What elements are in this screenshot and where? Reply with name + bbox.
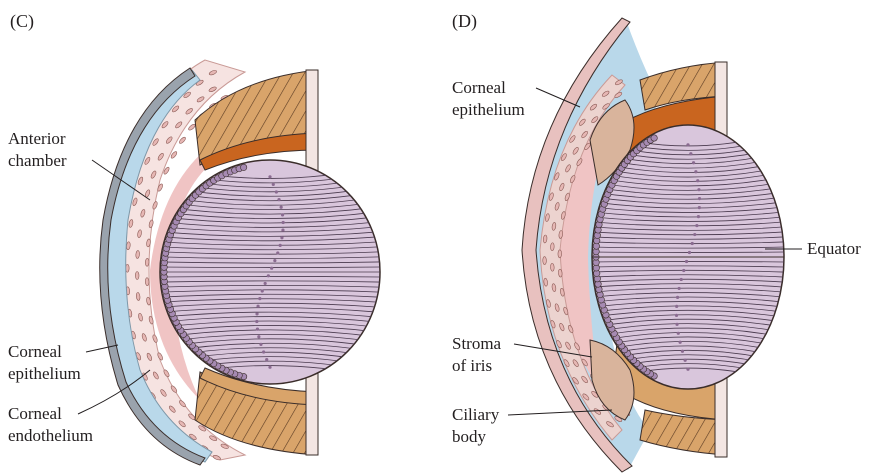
lens-suture-dot [257, 335, 260, 338]
label-d-stroma-of-iris-2: of iris [452, 356, 492, 375]
lens-suture-dot [686, 368, 689, 371]
lens-suture-dot [276, 251, 279, 254]
lens-suture-dot [281, 213, 284, 216]
lens-suture-dot [267, 274, 270, 277]
lens-suture-dot [273, 259, 276, 262]
lens-epithelium-cell [651, 135, 657, 141]
lens-suture-dot [675, 314, 678, 317]
stromal-cell [558, 250, 562, 258]
lens-suture-dot [270, 267, 273, 270]
label-c-corneal-endothelium-2: endothelium [8, 426, 93, 445]
lens-suture-dot [279, 244, 282, 247]
lens-suture-dot [697, 188, 700, 191]
lens-suture-dot [688, 251, 691, 254]
lens-suture-dot [262, 350, 265, 353]
lens-suture-dot [280, 236, 283, 239]
panel-c-letter: (C) [10, 11, 34, 32]
lens-suture-dot [678, 287, 681, 290]
label-c-anterior-chamber-1: Anterior [8, 129, 66, 148]
lens-suture-dot [255, 312, 258, 315]
lens-suture-dot [694, 170, 697, 173]
stromal-cell [145, 258, 149, 266]
lens-suture-dot [693, 233, 696, 236]
label-c-corneal-epithelium-1: Corneal [8, 342, 62, 361]
lens-suture-dot [255, 320, 258, 323]
label-d-ciliary-body-1: Ciliary [452, 405, 500, 424]
label-d-equator: Equator [807, 239, 861, 258]
lens-suture-dot [281, 229, 284, 232]
stromal-cell [178, 136, 186, 144]
stromal-cell [135, 271, 139, 279]
lens-suture-dot [691, 242, 694, 245]
lens-suture-dot [698, 197, 701, 200]
label-c-corneal-endothelium-1: Corneal [8, 404, 62, 423]
lens-suture-dot [268, 175, 271, 178]
lens-suture-dot [680, 278, 683, 281]
lens-suture-dot [695, 224, 698, 227]
label-d-stroma-of-iris-1: Stroma [452, 334, 502, 353]
stromal-cell [543, 257, 547, 265]
lens-suture-dot [697, 215, 700, 218]
lens-suture-dot [256, 305, 259, 308]
label-c-anterior-chamber-2: chamber [8, 151, 67, 170]
stromal-cell [550, 243, 554, 251]
lens-suture-dot [675, 323, 678, 326]
lens-suture-dot [682, 269, 685, 272]
lens-suture-dot [676, 296, 679, 299]
lens-suture-dot [698, 206, 701, 209]
lens-suture-dot [268, 366, 271, 369]
panel-c: (C) Anterior chamber Corneal epithelium … [8, 11, 385, 465]
stromal-cell [136, 250, 140, 258]
label-d-corneal-epithelium-1: Corneal [452, 78, 506, 97]
label-d-corneal-epithelium-2: epithelium [452, 100, 525, 119]
lens-suture-dot [692, 161, 695, 164]
lens-suture-dot [675, 305, 678, 308]
lens-epithelium-cell [240, 164, 246, 170]
lens-suture-dot [686, 143, 689, 146]
lens-suture-dot [685, 260, 688, 263]
lens-suture-dot [280, 206, 283, 209]
lens-suture-dot [679, 341, 682, 344]
lens-suture-dot [689, 152, 692, 155]
lens-suture-dot [684, 359, 687, 362]
lens-suture-dot [256, 328, 259, 331]
label-c-corneal-epithelium-2: epithelium [8, 364, 81, 383]
lens-suture-dot [272, 183, 275, 186]
lens-suture-dot [265, 358, 268, 361]
lens-suture-dot [277, 198, 280, 201]
lens-suture-dot [282, 221, 285, 224]
lens-suture-dot [681, 350, 684, 353]
lens-suture-dot [261, 289, 264, 292]
lens-suture-dot [259, 343, 262, 346]
stromal-cell [188, 123, 196, 131]
lens-suture-dot [275, 190, 278, 193]
stromal-cell [550, 263, 554, 271]
lens-suture-dot [696, 179, 699, 182]
panel-d-letter: (D) [452, 11, 477, 32]
lens-suture-dot [677, 332, 680, 335]
stromal-cell [145, 278, 149, 286]
lens-suture-dot [264, 282, 267, 285]
panel-d: (D) Corneal epithelium Equator Stroma of… [452, 11, 861, 472]
lens-suture-dot [258, 297, 261, 300]
label-d-ciliary-body-2: body [452, 427, 487, 446]
